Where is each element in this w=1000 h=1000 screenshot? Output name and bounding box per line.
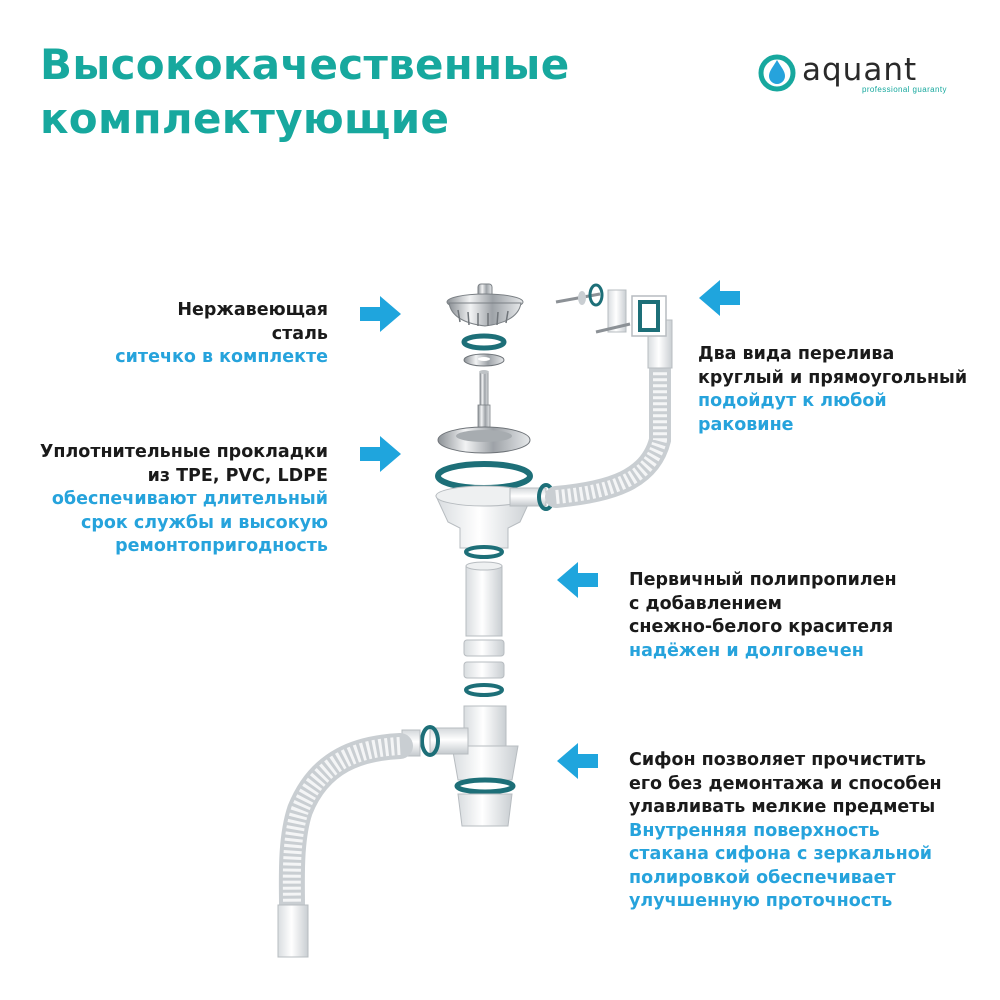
arrow-left-icon: [557, 562, 598, 598]
callout-strainer-highlight-1: ситечко в комплекте: [115, 347, 328, 367]
callout-gaskets-highlight-2: срок службы и высокую: [81, 512, 328, 533]
callout-gaskets-highlight-3: ремонтопригодность: [115, 536, 328, 556]
callout-siphon: Сифон позволяет прочистить его без демон…: [629, 749, 979, 914]
callout-siphon-highlight-4: улучшенную проточность: [629, 891, 893, 911]
page-title-line-1: Высококачественные: [40, 40, 570, 89]
callout-siphon-highlight-2: стакана сифона с зеркальной: [629, 844, 932, 864]
arrow-left-icon: [557, 743, 598, 779]
page-title: Высококачественные комплектующие: [40, 38, 660, 146]
center-screw: [479, 370, 489, 409]
callout-siphon-line-2: его без демонтажа и способен: [629, 773, 942, 794]
arrow-right-icon: [360, 436, 401, 472]
callout-gaskets-line-1: Уплотнительные прокладки: [39, 442, 328, 462]
overflow-hose: [545, 319, 673, 508]
arrow-left-icon: [699, 280, 740, 316]
callout-siphon-highlight-1: Внутренняя поверхность: [629, 820, 880, 841]
large-gasket: [435, 461, 533, 491]
logo-wordmark: aquant: [802, 52, 918, 88]
aquant-drop-logo-icon: [758, 54, 796, 92]
callout-overflow-highlight-1: подойдут к любой: [698, 391, 887, 411]
callout-overflow-line-2: круглый и прямоугольный: [698, 367, 968, 388]
callout-gaskets: Уплотнительные прокладки из TPE, PVC, LD…: [0, 441, 328, 559]
callout-overflow-highlight-2: раковине: [698, 414, 794, 435]
callout-siphon-highlight-3: полировкой обеспечивает: [629, 867, 896, 888]
arrow-right-icon: [360, 296, 401, 332]
pipe-nuts: [463, 639, 505, 697]
callout-siphon-line-3: улавливать мелкие предметы: [629, 797, 936, 817]
logo-tagline: professional guaranty: [862, 85, 947, 94]
siphon-body: [420, 705, 519, 827]
callout-polypropylene: Первичный полипропилен с добавлением сне…: [629, 569, 969, 663]
callout-polypropylene-highlight-1: надёжен и долговечен: [629, 640, 864, 661]
strainer-basket: [446, 283, 524, 327]
callout-gaskets-line-2: из TPE, PVC, LDPE: [147, 465, 328, 486]
vertical-pipe: [465, 561, 503, 637]
callout-siphon-line-1: Сифон позволяет прочистить: [629, 750, 927, 770]
drain-body: [435, 483, 555, 549]
callout-polypropylene-line-3: снежно-белого красителя: [629, 617, 894, 637]
aquant-logo: aquant professional guaranty: [758, 50, 958, 100]
small-gasket: [461, 333, 507, 367]
overflow-fittings: [555, 283, 667, 337]
callout-strainer-line-2: сталь: [271, 323, 328, 344]
drain-gasket: [464, 545, 504, 559]
callout-polypropylene-line-1: Первичный полипропилен: [629, 570, 897, 590]
drain-flange: [437, 404, 531, 454]
callout-strainer: Нержавеющая сталь ситечко в комплекте: [28, 299, 328, 370]
callout-overflow: Два вида перелива круглый и прямоугольны…: [698, 343, 993, 437]
callout-polypropylene-line-2: с добавлением: [629, 593, 782, 614]
drain-hose: [277, 729, 421, 958]
callout-gaskets-highlight-1: обеспечивают длительный: [51, 489, 328, 509]
callout-overflow-line-1: Два вида перелива: [698, 344, 895, 364]
callout-strainer-line-1: Нержавеющая: [177, 300, 328, 320]
page-title-line-2: комплектующие: [40, 94, 450, 143]
